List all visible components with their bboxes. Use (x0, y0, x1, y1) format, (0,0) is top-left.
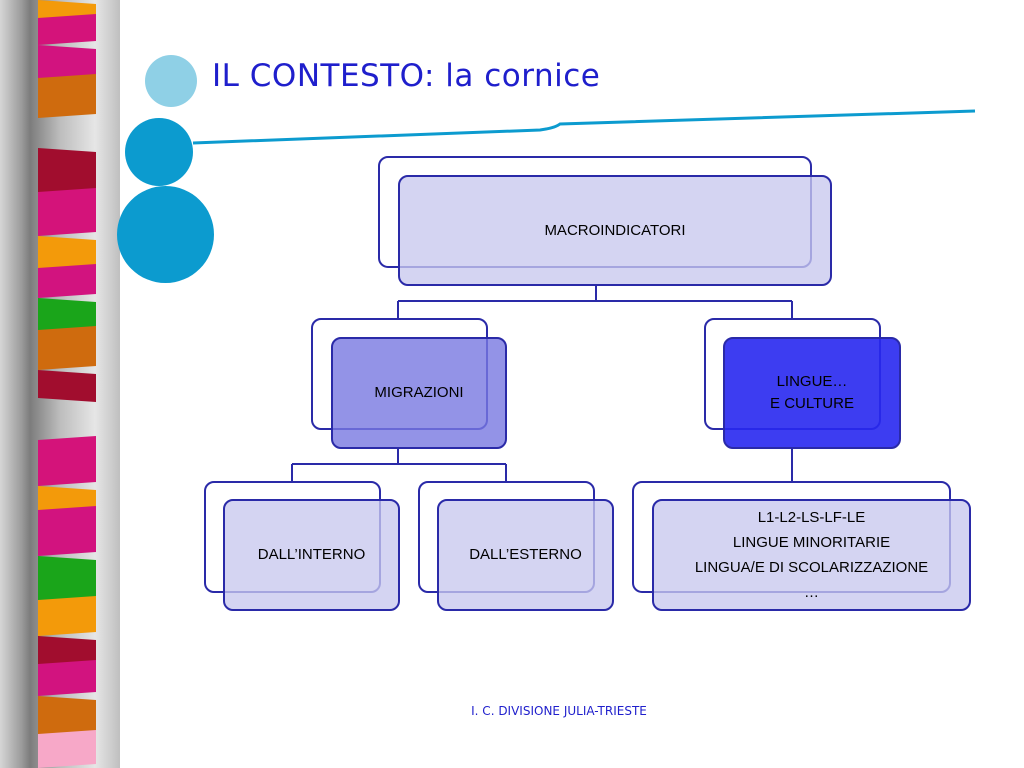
lingue-detail-line4: … (804, 584, 819, 601)
lingue-node: LINGUE… E CULTURE (723, 337, 901, 449)
ribbon-stripe (38, 148, 96, 196)
lingue-detail-line3: LINGUA/E DI SCOLARIZZAZIONE (694, 559, 929, 576)
slide-title: IL CONTESTO: la cornice (212, 58, 601, 94)
lingue-label-line2: E CULTURE (770, 395, 854, 412)
ribbon-stripe (38, 730, 96, 768)
ribbon-stripe (38, 660, 96, 696)
root-node-label: MACROINDICATORI (544, 221, 686, 239)
lingue-detail-line2: LINGUE MINORITARIE (732, 534, 891, 551)
migrazioni-label: MIGRAZIONI (374, 384, 464, 401)
ribbon-stripe (38, 188, 96, 236)
interno-node: DALL’INTERNO (223, 499, 400, 611)
lingue-label-line1: LINGUE… (776, 373, 848, 390)
ribbon-stripe (38, 236, 96, 272)
esterno-label: DALL’ESTERNO (469, 546, 582, 563)
ribbon-stripe (38, 556, 96, 604)
lingue-detail-line1: L1-L2-LS-LF-LE (757, 509, 866, 526)
ribbon-stripe (38, 14, 96, 45)
decorative-curve-line (192, 109, 976, 145)
root-node: MACROINDICATORI (398, 175, 832, 286)
ribbon-stripe (38, 264, 96, 298)
decorative-circle-medium (125, 118, 193, 186)
ribbon-stripe (38, 506, 96, 556)
ribbon-stripe (38, 74, 96, 118)
decorative-circle-large (117, 186, 214, 283)
ribbon-stripe (38, 696, 96, 738)
slide-footer: I. C. DIVISIONE JULIA-TRIESTE (471, 704, 647, 718)
ribbon-stripe (38, 596, 96, 636)
ribbon-stripe (38, 326, 96, 370)
ribbon-stripe (38, 370, 96, 402)
ribbon-stripes (38, 0, 96, 768)
esterno-node: DALL’ESTERNO (437, 499, 614, 611)
interno-label: DALL’INTERNO (257, 546, 366, 563)
migrazioni-node: MIGRAZIONI (331, 337, 507, 449)
ribbon-stripe (38, 45, 96, 82)
ribbon-stripe (38, 436, 96, 486)
decorative-circle-small (145, 55, 197, 107)
lingue-detail-node: L1-L2-LS-LF-LE LINGUE MINORITARIE LINGUA… (652, 499, 971, 611)
ribbon-stripe (38, 636, 96, 668)
ribbon-stripe (38, 298, 96, 334)
